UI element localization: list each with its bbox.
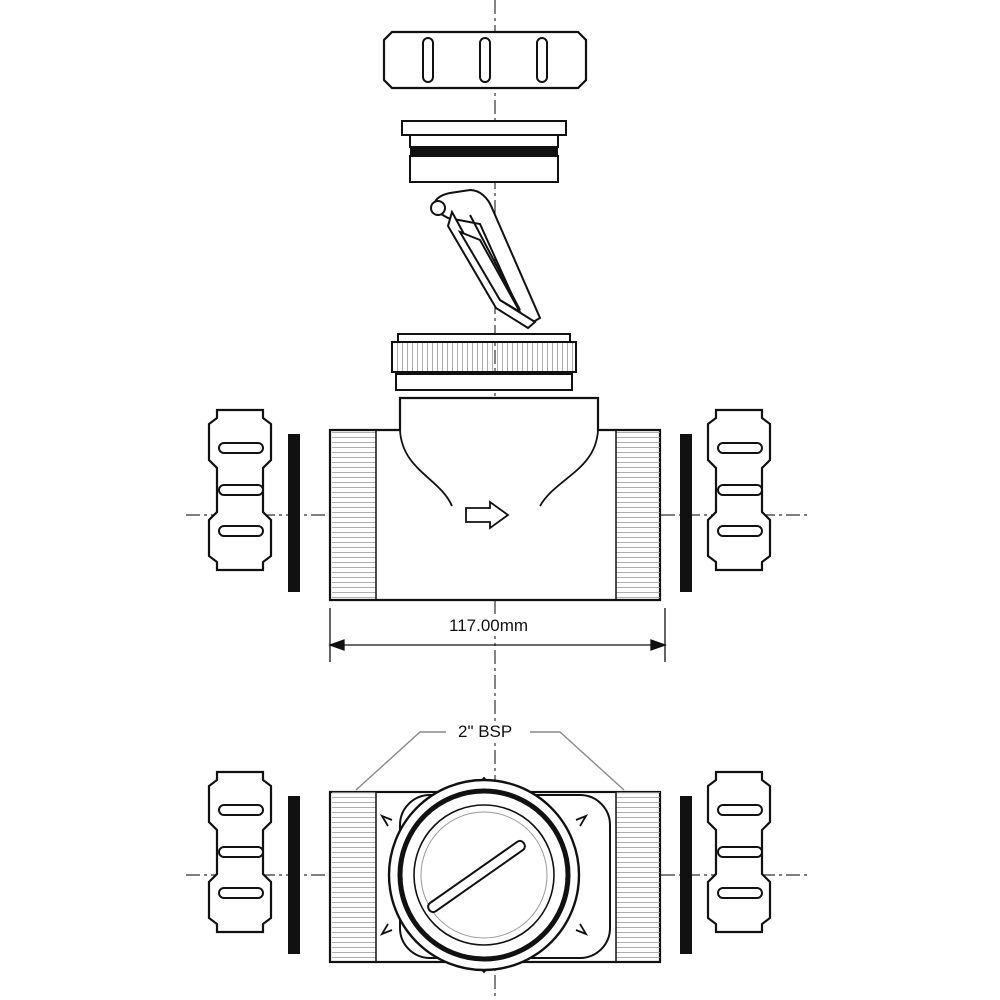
right-seal-ring bbox=[680, 434, 692, 592]
right-compression-nut bbox=[706, 408, 772, 572]
left-seal-ring-top bbox=[288, 796, 300, 954]
left-compression-nut-top bbox=[207, 770, 273, 934]
cap-slot bbox=[427, 840, 526, 913]
body-top-view bbox=[328, 776, 662, 974]
thread-leaders bbox=[355, 731, 625, 791]
flow-arrow-icon bbox=[465, 500, 510, 530]
left-compression-nut bbox=[207, 408, 273, 572]
cap-nut bbox=[382, 30, 588, 90]
flap-valve bbox=[430, 188, 542, 330]
spigot bbox=[391, 333, 577, 391]
right-seal-ring-top bbox=[680, 796, 692, 954]
thread-callout-label: 2" BSP bbox=[454, 722, 517, 742]
dimension-line bbox=[328, 608, 667, 662]
left-seal-ring bbox=[288, 434, 300, 592]
body-side-view bbox=[328, 396, 662, 602]
seal-insert bbox=[401, 120, 567, 183]
dimension-label: 117.00mm bbox=[445, 616, 533, 636]
right-compression-nut-top bbox=[706, 770, 772, 934]
